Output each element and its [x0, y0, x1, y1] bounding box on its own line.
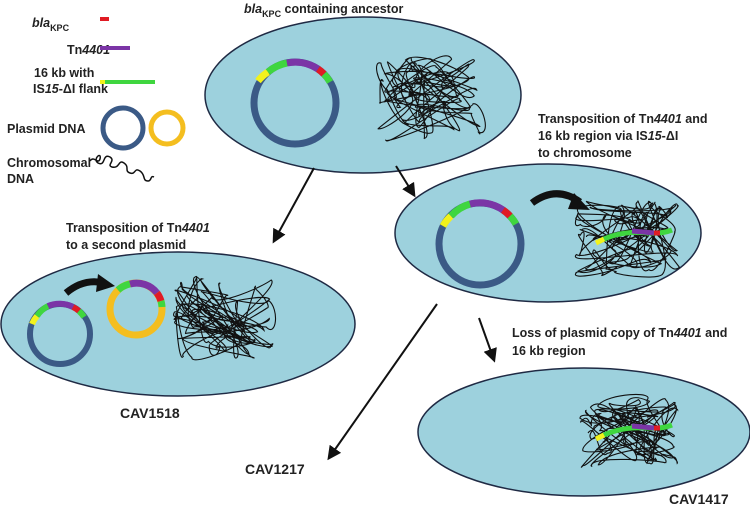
tn4401-swatch [100, 46, 130, 50]
legend-region-line1: 16 kb with [34, 66, 94, 80]
yellow-plasmid-swatch [148, 109, 186, 147]
insertion-plasmid-16kb [448, 200, 472, 219]
cav1518-yellow-tn4401 [129, 279, 160, 296]
step-loss-line2: 16 kb region [512, 344, 586, 358]
chromosome-strand [376, 55, 486, 142]
legend-region-line2: IS15-ΔI flank [33, 82, 108, 96]
chromosome-insertion-cell-body [394, 163, 702, 303]
step-chromosome-line3: to chromosome [538, 146, 632, 160]
legend-bla-kpc-label: blaKPC [32, 16, 70, 33]
cav1518-label: CAV1518 [120, 405, 180, 421]
cav1518-blue-16kb-right [76, 308, 87, 319]
bla-kpc-swatch [100, 17, 109, 21]
arrow-ancestor-to-insertion [395, 165, 416, 198]
insertion-plasmid-flank [439, 213, 454, 228]
cav1217-label: CAV1217 [245, 461, 305, 477]
cav1417-cell: Loss of plasmid copy of Tn4401 and 16 kb… [417, 326, 750, 507]
cav1518-blue-tn4401 [46, 300, 75, 310]
arrow-ancestor-to-cav1518 [272, 167, 315, 244]
transposition-arrowhead-plasmid [96, 274, 115, 292]
cav1518-yellow-bla [154, 290, 165, 303]
chromosome-swatch [89, 154, 155, 182]
ancestor-chromosome [376, 55, 486, 142]
step-loss-line1: Loss of plasmid copy of Tn4401 and [512, 326, 727, 340]
ancestor-tn4401 [286, 58, 320, 73]
step-plasmid-line1: Transposition of Tn4401 [66, 221, 210, 235]
chromosome-insertion-cell: Transposition of Tn4401 and 16 kb region… [394, 112, 707, 303]
blue-plasmid-swatch [100, 105, 146, 151]
ancestor-bla-kpc [315, 66, 327, 77]
cav1518-blue-16kb [34, 303, 50, 318]
insertion-chromosome-flank [594, 236, 606, 246]
arrow-insertion-to-cav1217 [327, 303, 438, 461]
cav1417-cell-body [417, 367, 750, 497]
ancestor-16kb-right [321, 71, 334, 84]
step-chromosome-line2: 16 kb region via IS15-ΔI [538, 129, 678, 143]
arrows [272, 165, 497, 461]
insertion-chromosome [574, 200, 681, 278]
is15-flank-swatch [100, 80, 105, 84]
insertion-plasmid-bla [500, 207, 513, 219]
legend-chromosomal-line1: Chromosomal [7, 156, 91, 170]
legend-plasmid-label: Plasmid DNA [7, 122, 86, 136]
legend-chromosomal-line2: DNA [7, 172, 34, 186]
cav1417-label: CAV1417 [669, 491, 729, 507]
region-16kb-swatch [105, 80, 155, 84]
ancestor-16kb-region [265, 59, 288, 75]
insertion-plasmid-tn4401 [469, 199, 505, 213]
chromosome-strand [173, 275, 276, 361]
cav1518-cell-body [0, 251, 356, 397]
arrow-insertion-to-cav1417 [478, 317, 497, 363]
cav1518-yellow-16kb [115, 280, 131, 293]
step-chromosome-line1: Transposition of Tn4401 and [538, 112, 707, 126]
cav1417-chromosome-flank [594, 432, 606, 442]
cav1518-chromosome [173, 275, 276, 361]
insertion-plasmid-16kb-right [507, 213, 520, 226]
cav1417-chromosome [579, 393, 679, 468]
chromosome-strand [574, 200, 681, 278]
ancestor-title: blaKPC containing ancestor [244, 2, 403, 19]
step-plasmid-line2: to a second plasmid [66, 238, 186, 252]
ancestor-is15-flank [255, 69, 270, 84]
cav1518-yellow-16kb-right [157, 300, 166, 308]
chromosome-strand [579, 393, 679, 468]
insertion-chromosome-tn4401 [631, 228, 655, 236]
cav1518-blue-flank [29, 314, 40, 326]
cav1518-blue-bla [71, 304, 81, 314]
ancestor-cell: blaKPC containing ancestor [204, 2, 522, 174]
cav1518-cell: Transposition of Tn4401 to a second plas… [0, 221, 356, 421]
cav1417-chromosome-tn4401 [631, 423, 655, 431]
legend: blaKPC Tn4401 16 kb with IS15-ΔI flank P… [7, 16, 186, 186]
